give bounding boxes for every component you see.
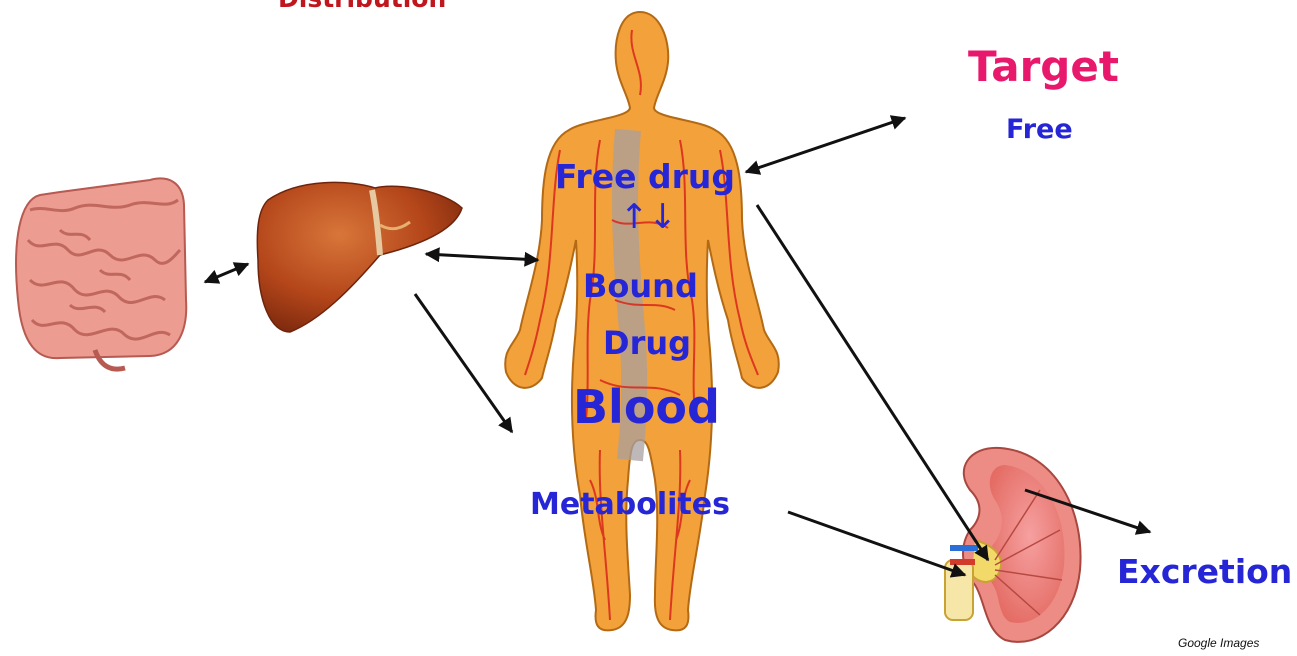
arrow-liver-metabolites (415, 294, 512, 432)
free-drug-label: Free drug (555, 160, 735, 193)
bound-label: Bound (583, 270, 698, 302)
arrow-liver-blood (426, 254, 538, 260)
intestine-icon (16, 178, 186, 369)
excretion-label: Excretion (1117, 555, 1292, 588)
arrow-blood-target (746, 118, 905, 172)
blood-label: Blood (573, 384, 720, 430)
arrow-intestine-liver (205, 264, 248, 282)
exchange-arrows-label: ↑↓ (620, 200, 677, 234)
free-label: Free (1006, 116, 1073, 143)
liver-icon (257, 182, 462, 332)
distribution-title: Distribution (278, 0, 446, 11)
target-label: Target (968, 46, 1119, 88)
drug-label: Drug (603, 327, 691, 359)
kidney-icon (945, 448, 1081, 642)
metabolites-label: Metabolites (530, 490, 730, 520)
arrow-metabolites-kidney (788, 512, 965, 575)
image-credit: Google Images (1178, 637, 1259, 649)
arrow-blood-kidney (757, 205, 988, 560)
human-body-icon (505, 12, 779, 630)
